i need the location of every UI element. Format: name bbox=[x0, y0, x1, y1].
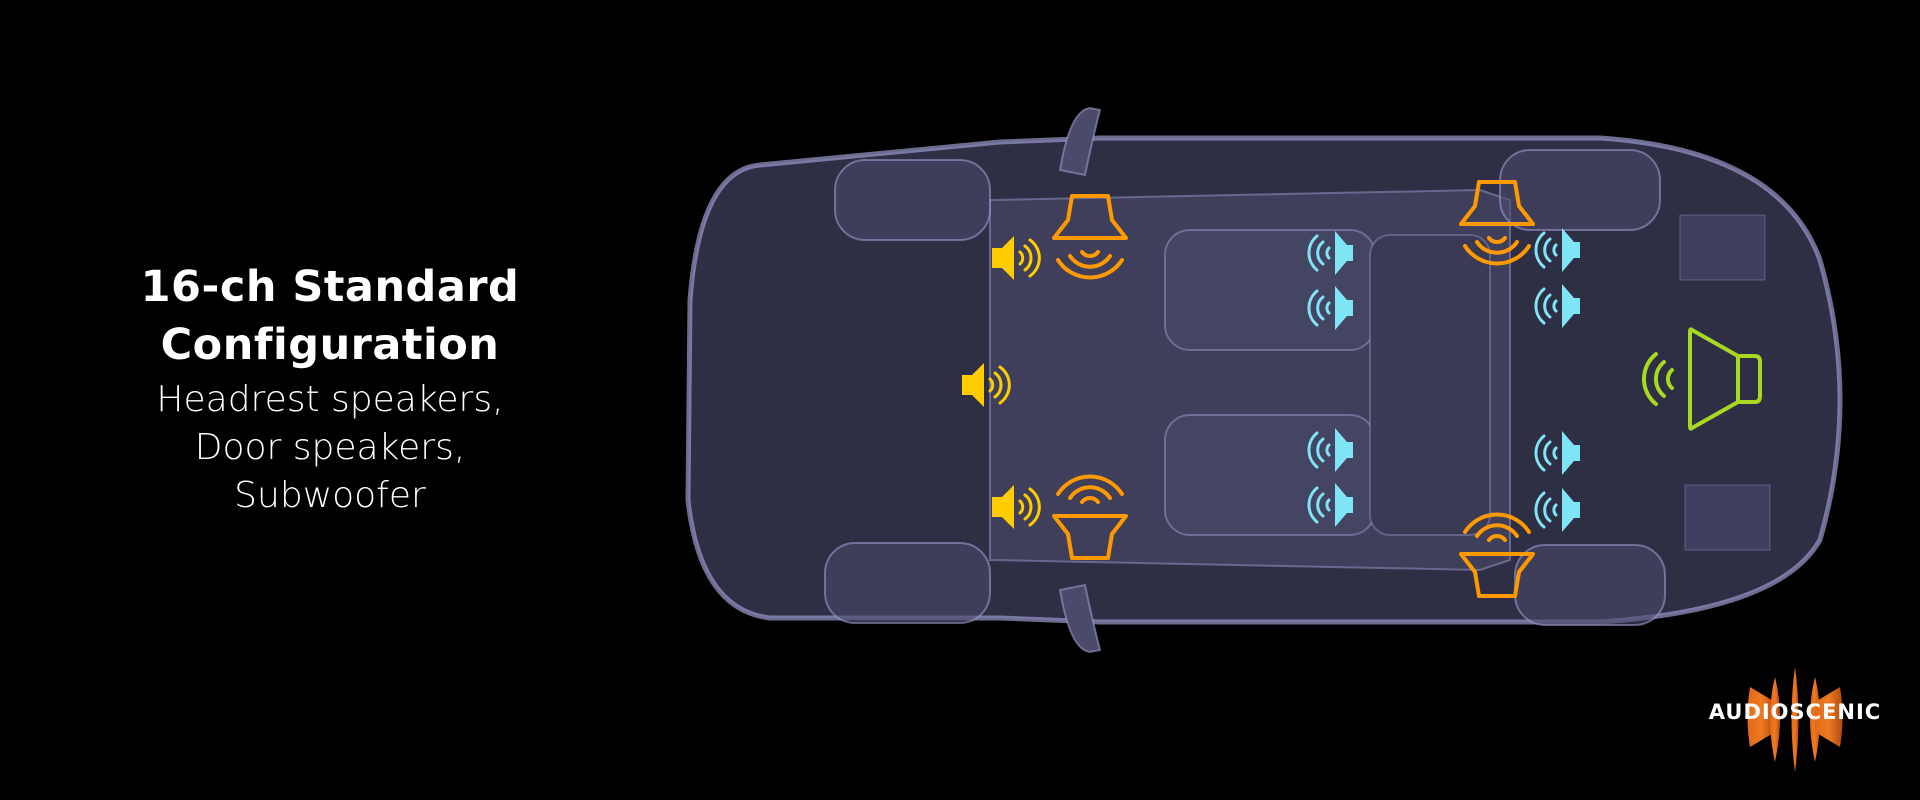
audioscenic-logo: AUDIOSCENIC bbox=[1700, 652, 1890, 782]
title-line-1: 16-ch Standard bbox=[140, 262, 520, 312]
logo-wordmark: AUDIOSCENIC bbox=[1708, 700, 1882, 724]
title-line-2: Configuration bbox=[160, 320, 500, 370]
subtitle-headrest: Headrest speakers, bbox=[156, 379, 504, 420]
subtitle-subwoofer: Subwoofer bbox=[234, 475, 426, 516]
subwoofer-icon bbox=[1642, 327, 1762, 431]
config-subtitle: Headrest speakers, Door speakers, Subwoo… bbox=[100, 376, 560, 520]
waveform-logo-icon bbox=[1747, 667, 1843, 772]
config-title: 16-ch Standard Configuration bbox=[100, 258, 560, 374]
config-description: 16-ch Standard Configuration Headrest sp… bbox=[100, 258, 560, 520]
subtitle-door: Door speakers, bbox=[194, 427, 466, 468]
